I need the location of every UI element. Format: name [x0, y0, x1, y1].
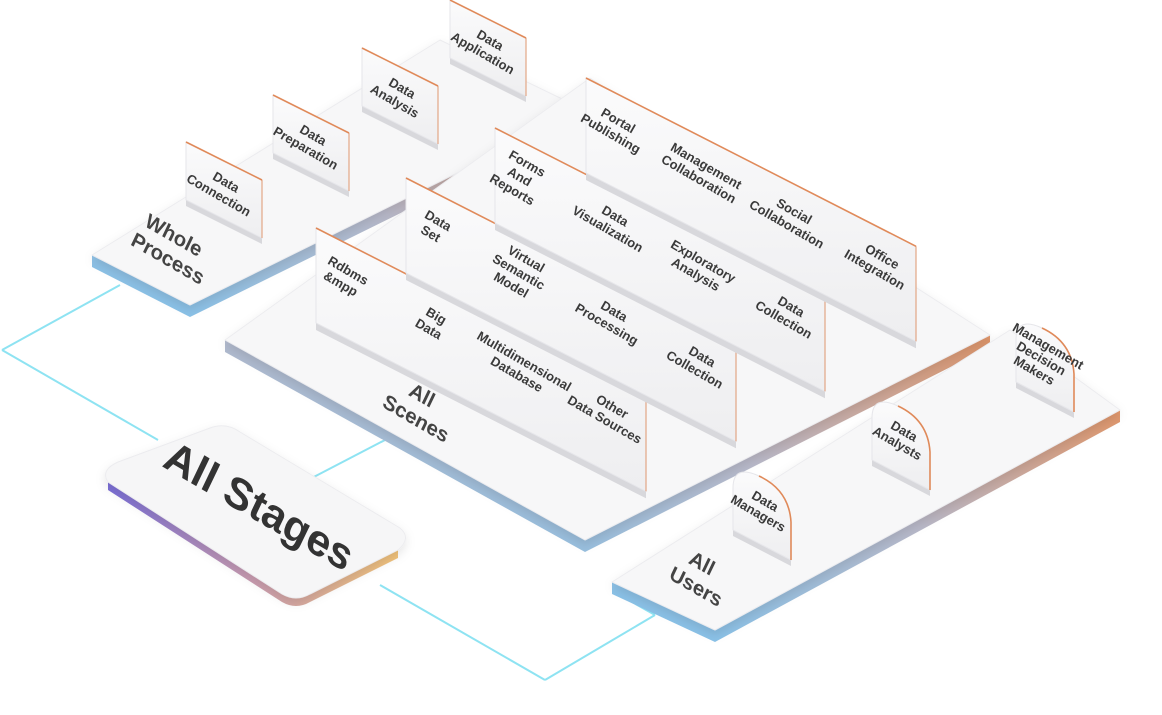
user-badge-base [872, 460, 930, 496]
scene-row-base [495, 223, 825, 399]
scene-row: DataSetVirtualSemanticModelDataProcessin… [405, 177, 737, 449]
stage-card-top-edge [449, 0, 527, 39]
connector-line [307, 439, 386, 481]
stage-card-base [273, 153, 349, 197]
stage-card: DataPreparation [271, 94, 350, 197]
stage-card-base [362, 106, 438, 150]
stage-card-base [450, 58, 526, 102]
hub-surface [105, 425, 406, 599]
user-badge-edge [758, 475, 792, 560]
user-badge-base [1016, 382, 1074, 418]
user-badge-edge [1041, 327, 1075, 412]
stage-card: DataApplication [448, 0, 527, 102]
user-badge-base [733, 530, 791, 566]
connector-line [544, 614, 656, 681]
stage-card-top-edge [361, 47, 439, 87]
user-badge: DataManagers [728, 471, 792, 566]
scene-row-base [586, 173, 916, 349]
scene-row-base [316, 323, 646, 499]
scene-row-top-edge [585, 77, 917, 248]
stage-card-base [186, 200, 262, 244]
stage-card: DataAnalysis [361, 47, 439, 150]
connector-line [1, 349, 159, 441]
user-badge-edge [897, 405, 931, 490]
scene-row-base [406, 273, 736, 449]
stage-card-top-edge [272, 94, 350, 134]
connector-line [1, 284, 121, 351]
cards: DataConnectionDataPreparationDataAnalysi… [184, 0, 1087, 566]
connector-line [379, 584, 546, 681]
hub-edge [108, 482, 398, 606]
scene-row: FormsAndReportsDataVisualizationExplorat… [487, 127, 826, 399]
stage-card-top-edge [185, 141, 263, 181]
user-badge: DataAnalysts [870, 401, 931, 496]
